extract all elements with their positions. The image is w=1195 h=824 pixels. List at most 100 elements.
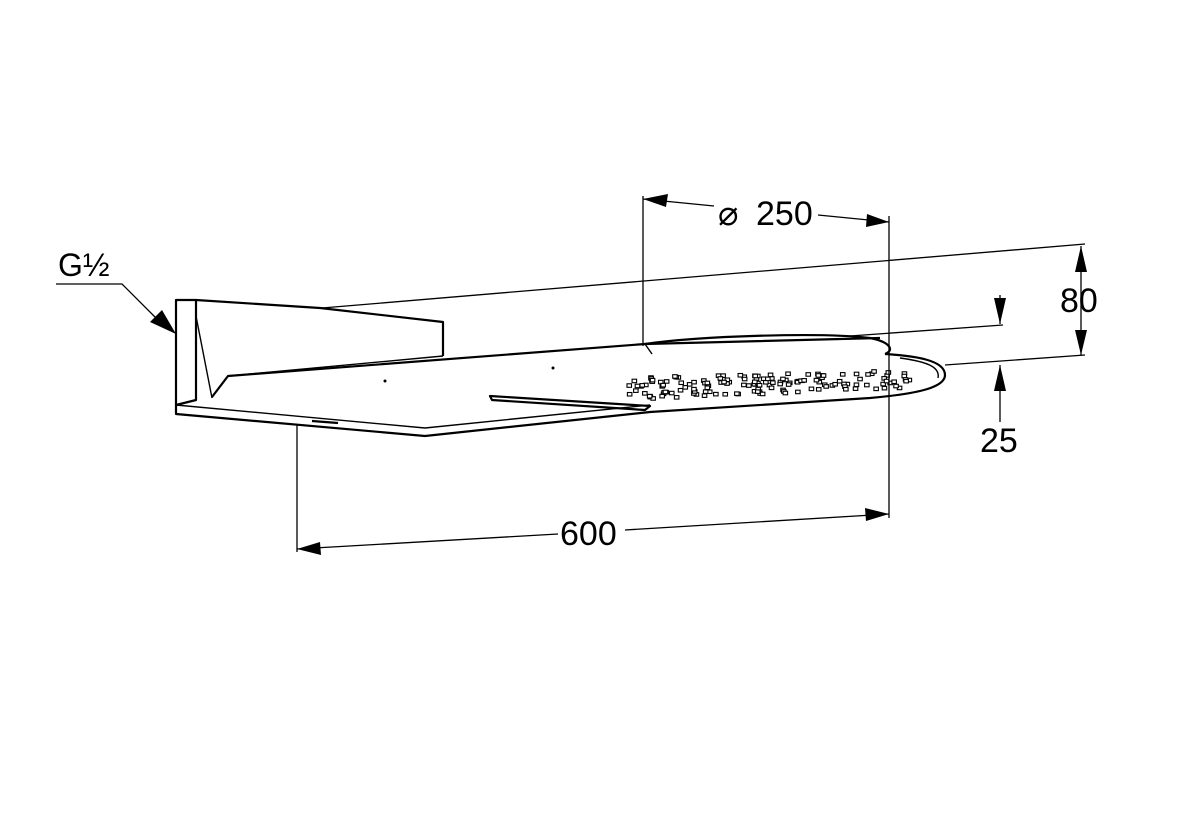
nozzle — [734, 391, 740, 396]
nozzle — [857, 376, 863, 382]
plate-top-edge — [211, 336, 881, 398]
nozzle — [751, 379, 758, 385]
nozzle — [853, 371, 860, 377]
length-arrow-right — [865, 508, 889, 521]
nozzle — [631, 378, 638, 384]
nozzle — [853, 382, 860, 388]
nozzle — [881, 385, 888, 391]
nozzle — [717, 376, 724, 381]
nozzle — [756, 382, 763, 388]
nozzle — [754, 389, 761, 394]
wall-flange — [174, 298, 198, 407]
nozzle — [852, 386, 859, 391]
height-ext-top — [321, 243, 1086, 309]
nozzle — [864, 382, 870, 388]
disc-left-edge — [644, 343, 653, 355]
nozzle — [808, 386, 815, 392]
nozzle — [785, 371, 791, 377]
nozzle — [720, 373, 726, 378]
nozzle — [891, 379, 897, 385]
nozzle — [713, 391, 719, 397]
nozzle — [634, 383, 641, 389]
nozzle — [768, 385, 775, 391]
plate-bottom-edge — [174, 405, 651, 438]
height-total-dimension: 80 — [321, 243, 1098, 366]
nozzle — [871, 369, 877, 374]
length-line-left — [296, 533, 559, 550]
nozzle — [662, 389, 669, 395]
diameter-value: 250 — [756, 195, 813, 233]
thread-arrow — [150, 310, 176, 334]
nozzle — [759, 391, 766, 397]
plate-rounded-end — [649, 352, 947, 414]
arm-top — [195, 298, 445, 356]
plate-lower-line — [175, 404, 426, 429]
length-value: 600 — [560, 515, 617, 553]
nozzle — [704, 380, 711, 386]
diameter-arrow-left — [643, 194, 668, 207]
nozzle — [702, 389, 709, 394]
nozzle — [677, 387, 684, 393]
nozzle — [721, 379, 727, 385]
height-total-value: 80 — [1060, 282, 1098, 320]
nozzle — [752, 373, 759, 379]
height-ext-bottom — [944, 354, 1086, 366]
nozzle — [785, 382, 792, 387]
plate-end-inner — [899, 357, 939, 379]
nozzle — [880, 381, 886, 387]
nozzle — [815, 373, 822, 378]
diameter-dimension: ⌀ 250 — [642, 194, 890, 518]
mount-mark — [311, 419, 339, 425]
nozzle — [691, 379, 697, 385]
nozzle — [820, 373, 827, 378]
nozzle — [668, 390, 675, 396]
nozzle — [704, 385, 711, 391]
height-plate-dimension: 25 — [849, 295, 1018, 460]
nozzle — [659, 393, 665, 399]
nozzle — [722, 391, 729, 397]
nozzle — [626, 383, 633, 388]
nozzle — [770, 380, 776, 385]
nozzle — [903, 378, 909, 384]
thread-callout: G½ — [56, 247, 176, 334]
height-arrow-top — [1075, 246, 1087, 272]
nozzle — [843, 386, 849, 392]
nozzle — [836, 378, 843, 384]
nozzle — [673, 395, 680, 400]
diameter-arrow-right — [866, 214, 889, 227]
nozzle — [701, 393, 708, 398]
detail-dot — [551, 366, 555, 370]
nozzle — [741, 382, 747, 388]
nozzle — [777, 381, 783, 387]
rain-nozzles — [626, 369, 913, 401]
arm-inner-edge — [195, 315, 213, 399]
nozzle — [646, 393, 653, 399]
nozzle — [649, 377, 656, 383]
waterfall-slot — [488, 394, 652, 412]
plate-rear-line — [227, 355, 444, 377]
nozzle — [691, 386, 697, 392]
nozzle — [873, 386, 879, 392]
nozzle — [883, 378, 890, 384]
nozzle — [805, 372, 812, 377]
nozzle — [839, 372, 846, 377]
diameter-symbol: ⌀ — [718, 195, 738, 233]
nozzle — [893, 383, 899, 389]
nozzle — [642, 391, 648, 396]
plate-arrow-bottom — [994, 365, 1006, 391]
nozzle — [626, 391, 633, 397]
thread-label: G½ — [58, 247, 110, 283]
nozzle — [663, 379, 670, 384]
length-dimension: 600 — [296, 425, 890, 555]
nozzle — [633, 388, 639, 393]
detail-dot — [383, 379, 387, 383]
nozzle — [801, 378, 807, 383]
nozzle — [672, 374, 678, 379]
nozzle — [813, 377, 820, 383]
nozzle — [782, 390, 789, 396]
nozzle — [823, 384, 829, 389]
plate-ext-top — [849, 324, 1004, 337]
nozzle — [767, 372, 774, 378]
plate-arrow-top — [994, 298, 1006, 324]
